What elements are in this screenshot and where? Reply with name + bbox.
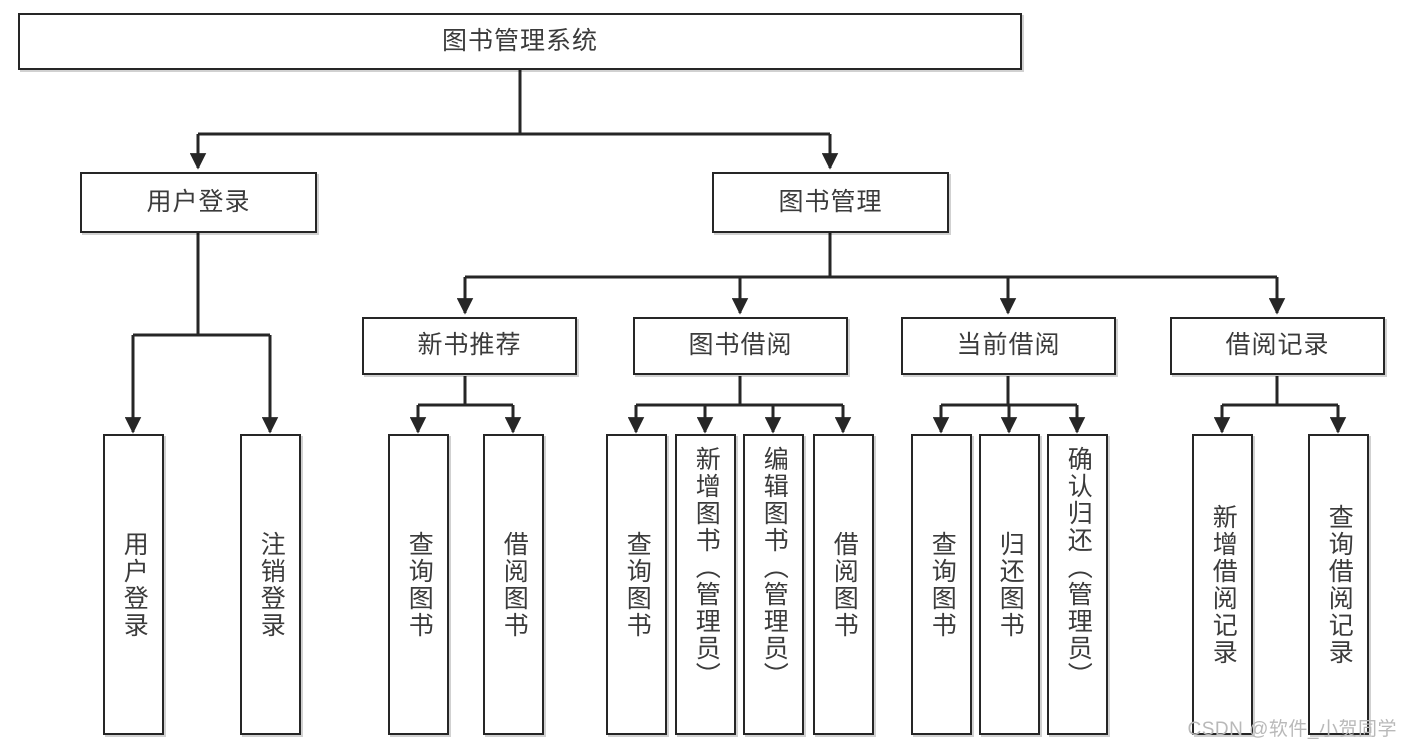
node-leaf-query-book-1[interactable]: 查询图书 — [388, 434, 449, 735]
node-leaf-add-book-label: 新增图书（管理员） — [692, 446, 721, 689]
node-leaf-borrow-book-2[interactable]: 借阅图书 — [813, 434, 874, 735]
node-leaf-user-login[interactable]: 用户登录 — [103, 434, 164, 735]
node-leaf-query-borrow-record[interactable]: 查询借阅记录 — [1308, 434, 1369, 735]
node-current-borrow-label: 当前借阅 — [956, 331, 1061, 360]
node-book-borrow-label: 图书借阅 — [688, 331, 793, 360]
node-leaf-query-borrow-record-label: 查询借阅记录 — [1325, 503, 1354, 666]
node-leaf-query-book-3[interactable]: 查询图书 — [911, 434, 972, 735]
node-leaf-confirm-return[interactable]: 确认归还（管理员） — [1047, 434, 1108, 735]
node-user-login-label: 用户登录 — [146, 187, 251, 216]
node-leaf-logout-label: 注销登录 — [257, 530, 286, 639]
node-leaf-add-borrow-record[interactable]: 新增借阅记录 — [1192, 434, 1253, 735]
node-leaf-edit-book-label: 编辑图书（管理员） — [760, 446, 789, 689]
node-root-book-management-system[interactable]: 图书管理系统 — [18, 13, 1022, 70]
node-leaf-confirm-return-label: 确认归还（管理员） — [1064, 446, 1093, 689]
node-leaf-logout[interactable]: 注销登录 — [240, 434, 301, 735]
node-book-management-label: 图书管理 — [778, 187, 883, 216]
node-leaf-add-borrow-record-label: 新增借阅记录 — [1209, 503, 1238, 666]
node-leaf-borrow-book-1-label: 借阅图书 — [500, 530, 529, 639]
node-leaf-return-book-label: 归还图书 — [996, 530, 1025, 639]
node-leaf-add-book[interactable]: 新增图书（管理员） — [675, 434, 736, 735]
node-leaf-query-book-2-label: 查询图书 — [623, 530, 652, 639]
node-leaf-return-book[interactable]: 归还图书 — [979, 434, 1040, 735]
node-new-book-recommend-label: 新书推荐 — [417, 331, 522, 360]
node-root-label: 图书管理系统 — [441, 26, 598, 55]
node-leaf-borrow-book-2-label: 借阅图书 — [830, 530, 859, 639]
node-leaf-query-book-1-label: 查询图书 — [405, 530, 434, 639]
watermark: CSDN @软件_小贺同学 — [1187, 719, 1397, 740]
node-borrow-record-label: 借阅记录 — [1225, 331, 1330, 360]
node-current-borrow[interactable]: 当前借阅 — [901, 317, 1116, 375]
node-user-login[interactable]: 用户登录 — [80, 172, 317, 233]
node-leaf-edit-book[interactable]: 编辑图书（管理员） — [743, 434, 804, 735]
node-book-borrow[interactable]: 图书借阅 — [633, 317, 848, 375]
node-book-management[interactable]: 图书管理 — [712, 172, 949, 233]
node-leaf-query-book-2[interactable]: 查询图书 — [606, 434, 667, 735]
node-borrow-record[interactable]: 借阅记录 — [1170, 317, 1385, 375]
node-new-book-recommend[interactable]: 新书推荐 — [362, 317, 577, 375]
node-leaf-query-book-3-label: 查询图书 — [928, 530, 957, 639]
node-leaf-user-login-label: 用户登录 — [120, 530, 149, 639]
node-leaf-borrow-book-1[interactable]: 借阅图书 — [483, 434, 544, 735]
